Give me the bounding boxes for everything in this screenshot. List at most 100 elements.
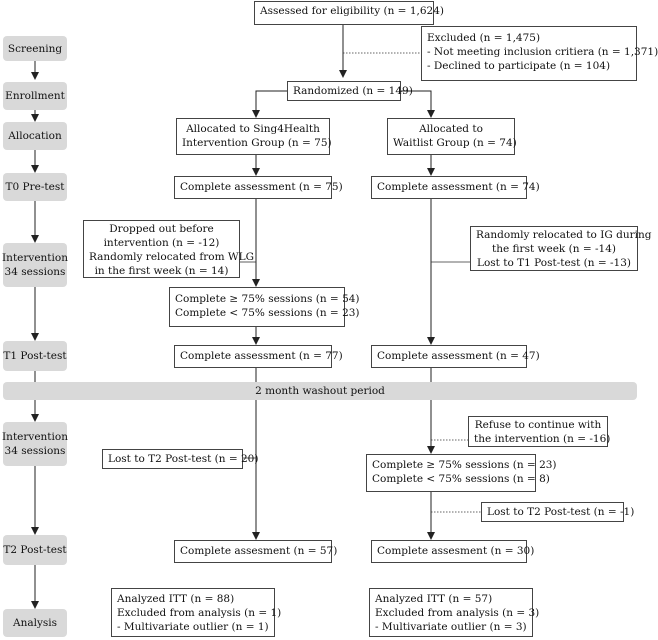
box-sessions-ig: Complete ≥ 75% sessions (n = 54)Complete… [169, 287, 360, 327]
flow-arrow [252, 90, 290, 118]
text-lines: Screening [8, 42, 62, 56]
text-line: Complete assessment (n = 75) [180, 181, 343, 193]
text-line: Excluded from analysis (n = 3) [375, 607, 540, 619]
stage-t2-posttest: T2 Post-test [3, 535, 67, 565]
text-line: - Multivariate outlier (n = 3) [375, 621, 527, 633]
box-t0-wlg: Complete assessment (n = 74) [371, 176, 540, 199]
flow-arrow [400, 90, 435, 118]
text-line: Allocated to [419, 123, 483, 135]
text-line: Randomized (n = 149) [293, 85, 413, 97]
text-line: intervention (n = -12) [103, 237, 220, 249]
text-lines: Randomized (n = 149) [293, 84, 413, 98]
text-line: Waitlist Group (n = 74) [393, 137, 517, 149]
box-t2-wlg: Complete assesment (n = 30) [371, 540, 535, 563]
box-assessed-eligibility: Assessed for eligibility (n = 1,624) [254, 1, 444, 25]
text-lines: Excluded (n = 1,475) - Not meeting inclus… [427, 31, 658, 73]
text-lines: Complete ≥ 75% sessions (n = 23) Complete… [372, 458, 557, 486]
text-line: - Declined to participate (n = 104) [427, 60, 611, 72]
stage-intervention-1: Intervention 34 sessions [2, 243, 68, 287]
box-t2-ig: Complete assesment (n = 57) [174, 540, 338, 563]
text-line: Complete assesment (n = 57) [180, 545, 338, 557]
box-analysis-wlg: Analyzed ITT (n = 57) Excluded from analy… [369, 588, 540, 637]
stage-screening: Screening [3, 36, 67, 61]
box-sessions-wlg: Complete ≥ 75% sessions (n = 23) Complete… [366, 454, 557, 492]
text-line: Complete assessment (n = 77) [180, 350, 343, 362]
text-line: Allocated to Sing4Health [186, 123, 320, 135]
box-t1-wlg: Complete assessment (n = 47) [371, 345, 540, 368]
text-line: Analyzed ITT (n = 88) [117, 593, 235, 605]
box-t1-ig: Complete assessment (n = 77) [174, 345, 343, 368]
text-line: the first week (n = -14) [492, 243, 616, 255]
text-line: Analysis [12, 617, 58, 629]
box-randomized: Randomized (n = 149) [287, 81, 413, 101]
box-analysis-ig: Analyzed ITT (n = 88) Excluded from analy… [111, 588, 282, 637]
text-line: Complete < 75% sessions (n = 23) [175, 307, 360, 319]
text-line: Complete assesment (n = 30) [377, 545, 535, 557]
text-lines: T1 Post-test [3, 349, 66, 363]
text-line: Excluded (n = 1,475) [427, 32, 541, 44]
text-line: Lost to T2 Post-test (n = -1) [487, 506, 635, 518]
text-lines: T0 Pre-test [6, 180, 65, 194]
text-line: T1 Post-test [3, 350, 67, 362]
text-line: Intervention Group (n = 75) [182, 137, 332, 149]
box-relocated-lost-wlg: Randomly relocated to IG during the first… [470, 226, 652, 271]
text-line: 34 sessions [4, 445, 66, 457]
text-line: Analyzed ITT (n = 57) [375, 593, 493, 605]
box-lost-t2-ig: Lost to T2 Post-test (n = 20) [102, 449, 258, 469]
text-lines: Complete ≥ 75% sessions (n = 54)Complete… [175, 292, 360, 320]
text-line: Intervention [2, 252, 68, 264]
text-line: in the first week (n = 14) [94, 265, 229, 277]
text-line: - Multivariate outlier (n = 1) [117, 621, 269, 633]
text-line: Complete < 75% sessions (n = 8) [372, 473, 550, 485]
box-allocated-wlg: Allocated to Waitlist Group (n = 74) [387, 118, 517, 155]
text-lines: Complete assesment (n = 57) [180, 544, 338, 558]
text-line: Excluded from analysis (n = 1) [117, 607, 282, 619]
text-line: - Not meeting inclusion critiera (n = 1,… [427, 46, 658, 58]
stage-allocation: Allocation [3, 122, 67, 150]
stage-intervention-2: Intervention 34 sessions [2, 422, 68, 466]
text-line: Randomly relocated from WLG [89, 251, 255, 263]
text-line: the intervention (n = -16) [474, 433, 611, 445]
text-lines: Intervention 34 sessions [2, 251, 68, 279]
text-line: Lost to T1 Post-test (n = -13) [477, 257, 631, 269]
text-line: Screening [7, 42, 63, 55]
text-lines: Complete assessment (n = 47) [377, 349, 540, 363]
box-excluded: Excluded (n = 1,475) - Not meeting inclus… [421, 26, 658, 81]
text-line: T2 Post-test [3, 544, 67, 556]
text-line: Randomly relocated to IG during [476, 229, 652, 241]
text-lines: Analyzed ITT (n = 57) Excluded from analy… [375, 592, 540, 634]
text-lines: Lost to T2 Post-test (n = -1) [487, 505, 635, 519]
text-line: Allocation [8, 130, 62, 142]
stage-t1-posttest: T1 Post-test [3, 341, 67, 371]
text-line: Enrollment [5, 90, 65, 102]
box-refuse-continue-wlg: Refuse to continue with the intervention … [468, 416, 611, 447]
text-line: Assessed for eligibility (n = 1,624) [260, 5, 444, 17]
text-line: T0 Pre-test [5, 181, 65, 193]
text-line: 34 sessions [4, 266, 66, 278]
text-line: Refuse to continue with [474, 419, 602, 431]
text-line: Complete assessment (n = 47) [377, 350, 540, 362]
text-line: Intervention [2, 431, 68, 443]
text-line: Complete ≥ 75% sessions (n = 23) [372, 459, 557, 471]
box-t0-ig: Complete assessment (n = 75) [174, 176, 343, 199]
text-lines: Complete assesment (n = 30) [377, 544, 535, 558]
text-lines: Complete assessment (n = 77) [180, 349, 343, 363]
stage-analysis: Analysis [3, 609, 67, 637]
box-lost-t2-wlg: Lost to T2 Post-test (n = -1) [481, 502, 635, 522]
text-lines: Analyzed ITT (n = 88) Excluded from analy… [117, 592, 282, 634]
text-lines: Assessed for eligibility (n = 1,624) [260, 4, 444, 18]
stage-enrollment: Enrollment [3, 82, 67, 110]
text-lines: Complete assessment (n = 75) [180, 180, 343, 194]
text-line: Complete assessment (n = 74) [377, 181, 540, 193]
text-lines: Refuse to continue with the intervention … [474, 418, 611, 446]
text-lines: Lost to T2 Post-test (n = 20) [108, 452, 258, 466]
text-lines: Randomly relocated to IG during the first… [476, 228, 652, 270]
text-lines: Allocation [8, 129, 61, 143]
text-lines: Allocated to Waitlist Group (n = 74) [393, 122, 517, 150]
text-lines: T2 Post-test [3, 543, 66, 557]
